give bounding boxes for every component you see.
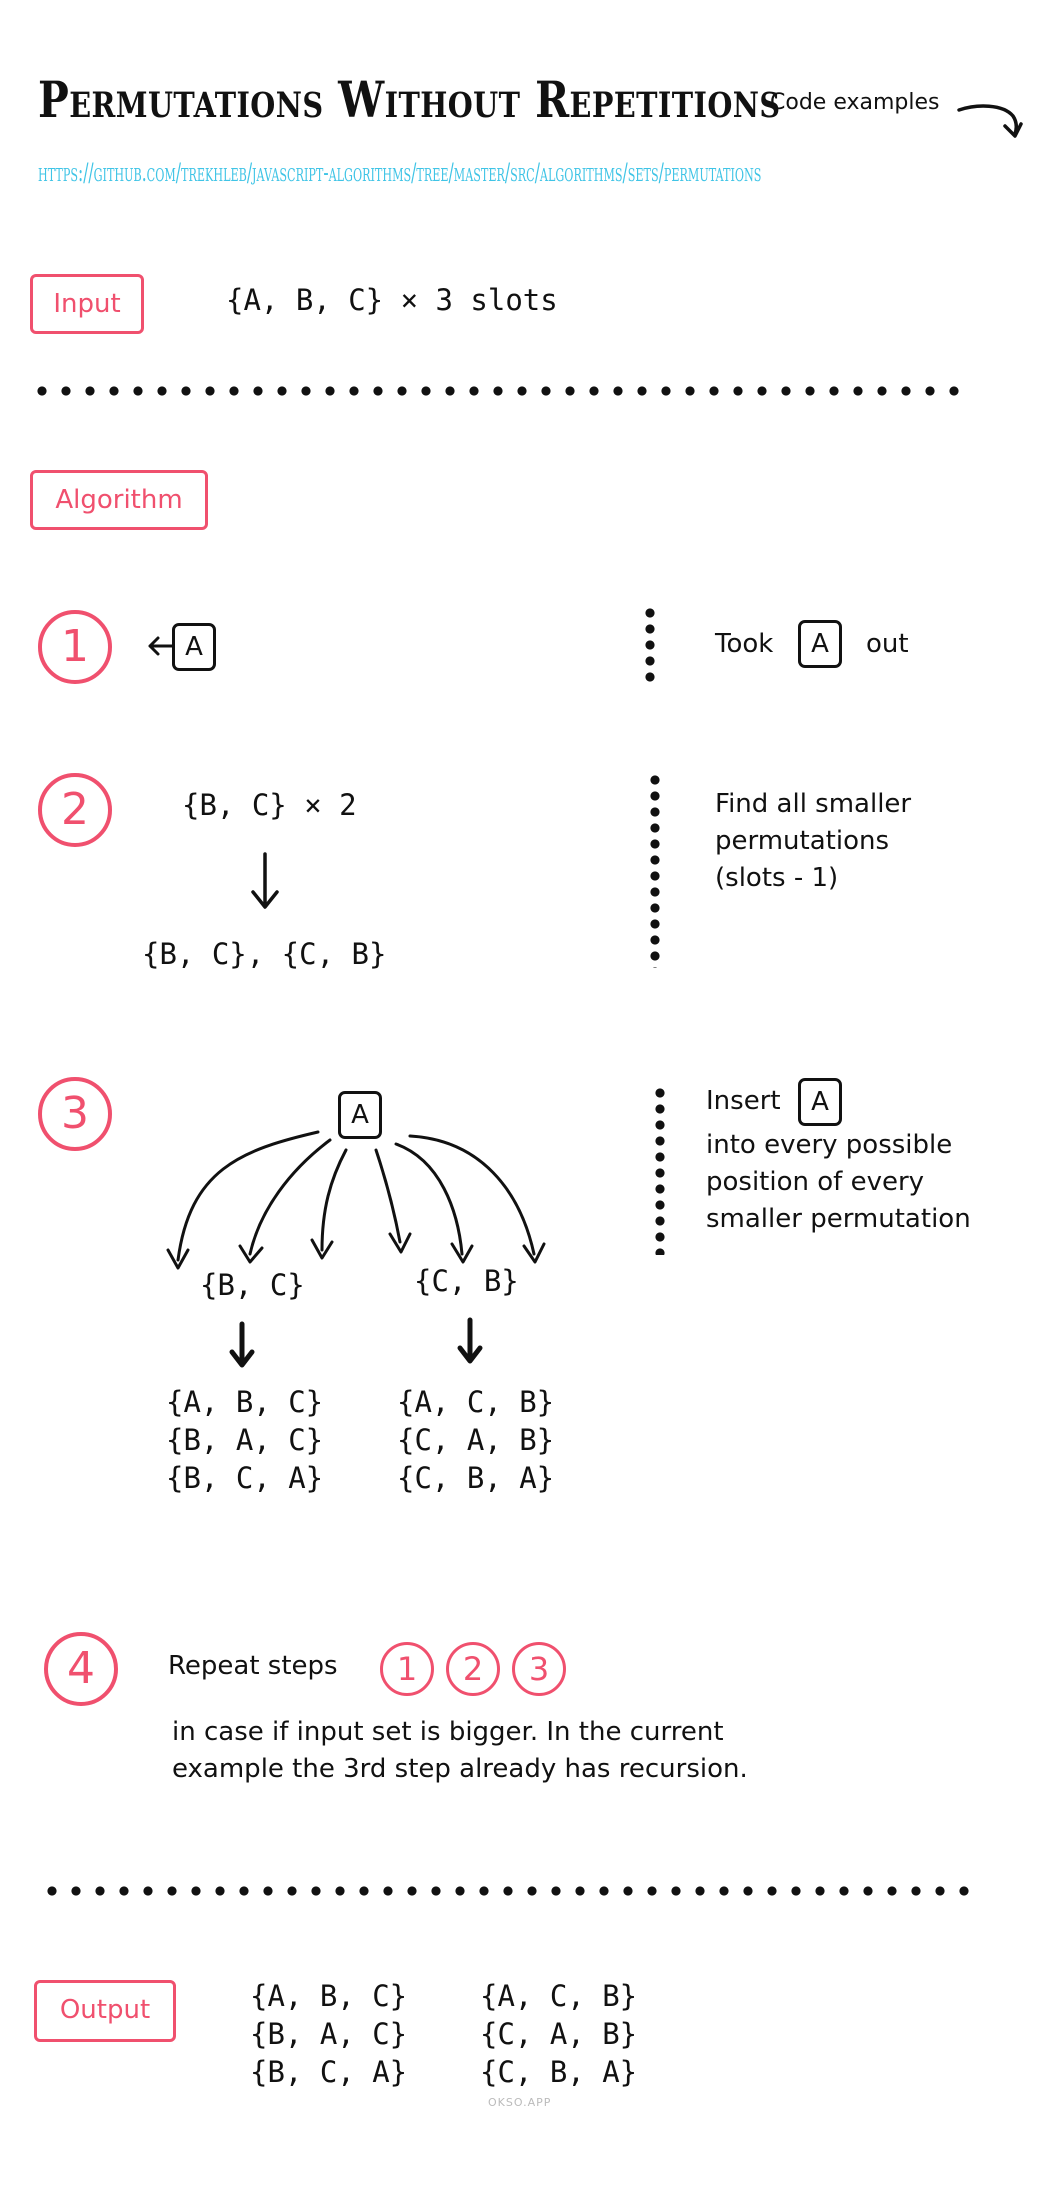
input-label: Input bbox=[30, 274, 144, 334]
code-examples-label: Code examples bbox=[770, 90, 940, 115]
arrow-down-icon bbox=[251, 852, 279, 909]
divider-dots-vertical bbox=[655, 1085, 665, 1255]
right-set: {C, B} bbox=[414, 1264, 519, 1298]
element-a-box: A bbox=[798, 620, 842, 668]
insertion-arrows bbox=[166, 1130, 546, 1270]
divider-dots-vertical bbox=[645, 605, 655, 685]
output-permutation: {B, A, C} bbox=[250, 2017, 408, 2051]
step-1-note-took: Took bbox=[715, 629, 774, 659]
step-3-note-insert: Insert bbox=[706, 1086, 781, 1116]
page-title: Permutations Without Repetitions bbox=[38, 70, 781, 129]
output-permutation: {B, C, A} bbox=[250, 2055, 408, 2089]
result-permutation: {B, A, C} bbox=[166, 1423, 324, 1457]
step-ref-circle: 2 bbox=[446, 1642, 500, 1696]
input-value: {A, B, C} × 3 slots bbox=[226, 283, 558, 317]
step-2-note-line: (slots - 1) bbox=[715, 863, 839, 893]
arrow-down-icon bbox=[229, 1321, 255, 1368]
step-2-input: {B, C} × 2 bbox=[182, 788, 357, 822]
step-1-note-out: out bbox=[866, 629, 909, 659]
step-4-circle: 4 bbox=[44, 1632, 118, 1706]
repeat-steps-label: Repeat steps bbox=[168, 1651, 338, 1681]
output-permutation: {A, C, B} bbox=[480, 1979, 638, 2013]
divider-dots bbox=[40, 1886, 970, 1896]
result-permutation: {A, C, B} bbox=[397, 1385, 555, 1419]
step-4-description: in case if input set is bigger. In the c… bbox=[172, 1717, 724, 1747]
step-3-circle: 3 bbox=[38, 1077, 112, 1151]
repo-link[interactable]: https://github.com/trekhleb/javascript-a… bbox=[38, 158, 762, 187]
element-a-box: A bbox=[172, 623, 216, 671]
result-permutation: {C, A, B} bbox=[397, 1423, 555, 1457]
output-permutation: {C, B, A} bbox=[480, 2055, 638, 2089]
arrow-left-icon bbox=[148, 636, 174, 656]
result-permutation: {A, B, C} bbox=[166, 1385, 324, 1419]
step-4-description: example the 3rd step already has recursi… bbox=[172, 1754, 748, 1784]
divider-dots-vertical bbox=[650, 772, 660, 968]
step-2-circle: 2 bbox=[38, 773, 112, 847]
result-permutation: {C, B, A} bbox=[397, 1461, 555, 1495]
step-2-note-line: permutations bbox=[715, 826, 890, 856]
step-3-note-line: into every possible bbox=[706, 1130, 953, 1160]
output-label: Output bbox=[34, 1980, 176, 2042]
element-a-box: A bbox=[338, 1091, 382, 1139]
divider-dots bbox=[30, 386, 960, 396]
step-3-note-line: smaller permutation bbox=[706, 1204, 971, 1234]
algorithm-label: Algorithm bbox=[30, 470, 208, 530]
watermark: OKSO.APP bbox=[488, 2096, 552, 2109]
output-permutation: {C, A, B} bbox=[480, 2017, 638, 2051]
element-a-box: A bbox=[798, 1078, 842, 1126]
curved-arrow-icon bbox=[957, 104, 1023, 138]
step-ref-circle: 1 bbox=[380, 1642, 434, 1696]
step-2-note-line: Find all smaller bbox=[715, 789, 912, 819]
arrow-down-icon bbox=[457, 1317, 483, 1364]
step-2-result: {B, C}, {C, B} bbox=[142, 937, 387, 971]
step-3-note-line: position of every bbox=[706, 1167, 925, 1197]
step-ref-circle: 3 bbox=[512, 1642, 566, 1696]
result-permutation: {B, C, A} bbox=[166, 1461, 324, 1495]
output-permutation: {A, B, C} bbox=[250, 1979, 408, 2013]
step-1-circle: 1 bbox=[38, 610, 112, 684]
left-set: {B, C} bbox=[200, 1268, 305, 1302]
